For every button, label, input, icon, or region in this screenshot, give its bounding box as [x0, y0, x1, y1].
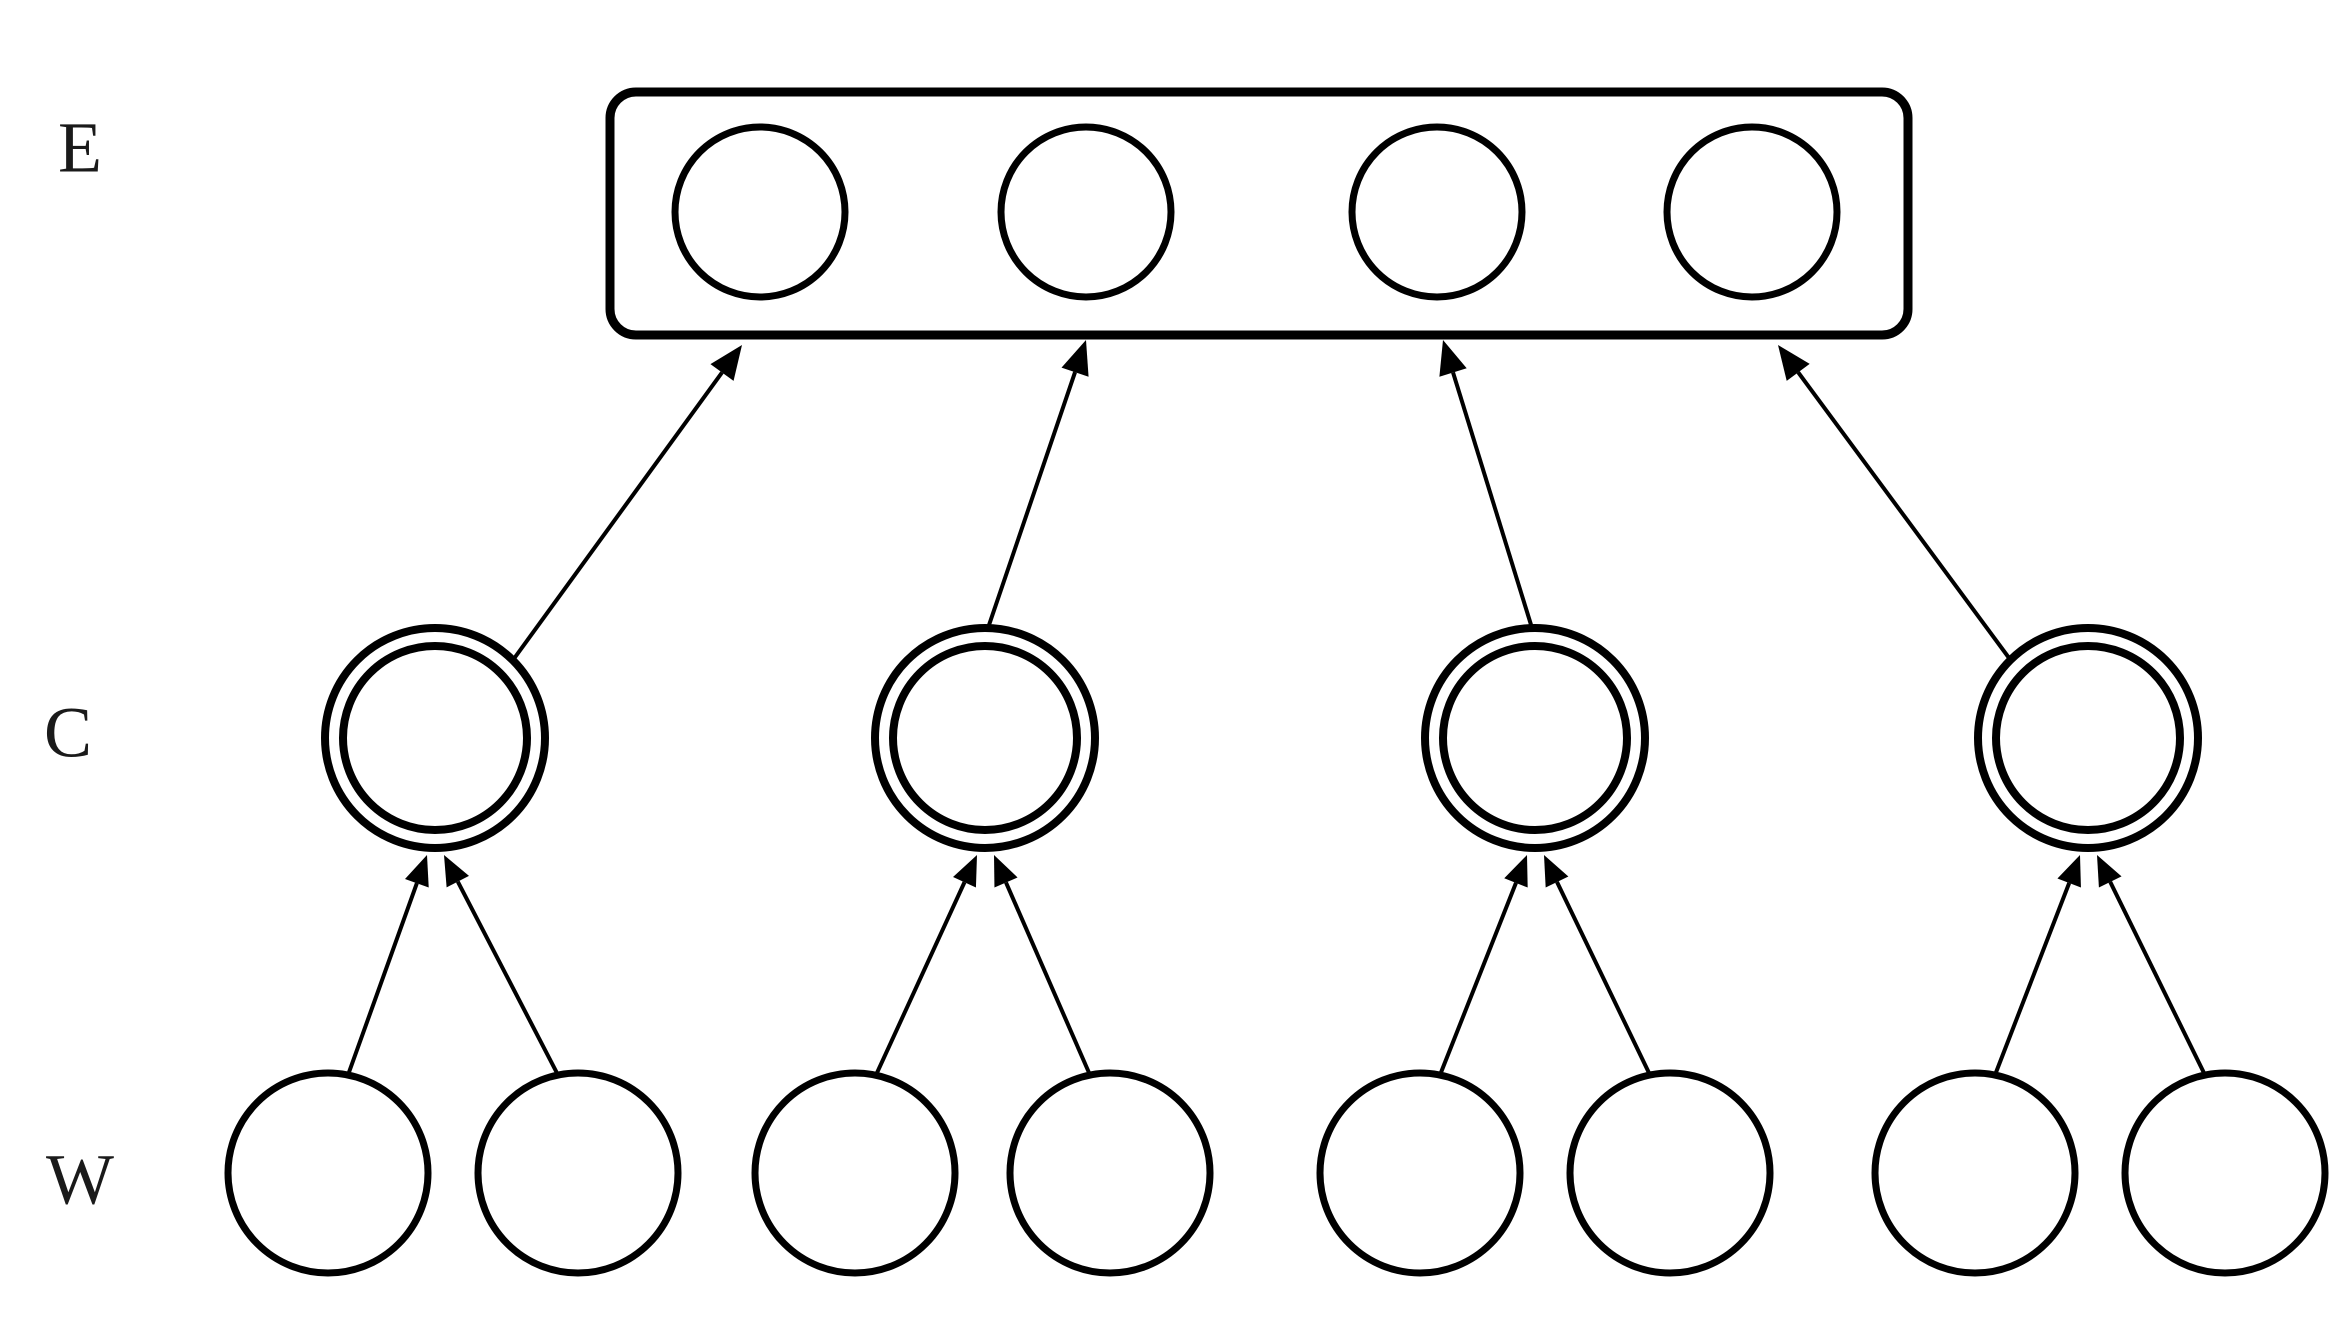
edge-w1-c1 — [346, 855, 429, 1076]
node-group — [224, 123, 2329, 1277]
edge-w8-c4 — [2097, 855, 2207, 1076]
arrow-head-w7-c4 — [2057, 855, 2081, 888]
edge-line-c2-e — [986, 371, 1077, 629]
edge-line-w5-c3 — [1438, 882, 1518, 1076]
layer-label-C: C — [44, 693, 92, 773]
edge-line-c4-e — [1796, 371, 2014, 664]
node-w1[interactable] — [224, 1069, 432, 1277]
arrow-head-w5-c3 — [1504, 855, 1528, 888]
node-circle-w6[interactable] — [1566, 1069, 1774, 1277]
layer-label-group: E C W — [44, 108, 114, 1220]
arrow-head-w2-c1 — [444, 855, 469, 888]
arrow-head-c2-e — [1061, 340, 1089, 377]
node-circle-w5[interactable] — [1316, 1069, 1524, 1277]
edge-line-w2-c1 — [456, 880, 560, 1076]
edge-w3-c2 — [874, 855, 977, 1076]
node-circle-e1[interactable] — [671, 123, 849, 301]
node-e3[interactable] — [1348, 123, 1526, 301]
node-w4[interactable] — [1006, 1069, 1214, 1277]
node-w5[interactable] — [1316, 1069, 1524, 1277]
node-w7[interactable] — [1871, 1069, 2079, 1277]
encoder-group-box — [605, 87, 1913, 340]
node-w6[interactable] — [1566, 1069, 1774, 1277]
edge-c3-e — [1439, 340, 1534, 629]
node-circle-inner-c2[interactable] — [889, 642, 1081, 834]
edge-w5-c3 — [1438, 855, 1528, 1076]
edge-line-w1-c1 — [346, 882, 419, 1076]
edge-line-w4-c2 — [1004, 881, 1092, 1076]
edge-line-w6-c3 — [1555, 881, 1652, 1076]
node-circle-w2[interactable] — [474, 1069, 682, 1277]
edge-c2-e — [986, 340, 1089, 629]
node-c3[interactable] — [1421, 624, 1649, 852]
arrow-head-c3-e — [1439, 340, 1467, 377]
edge-group — [346, 340, 2207, 1076]
node-w2[interactable] — [474, 1069, 682, 1277]
edge-w6-c3 — [1544, 855, 1652, 1076]
arrow-head-c4-e — [1778, 345, 1810, 381]
node-circle-w7[interactable] — [1871, 1069, 2079, 1277]
edge-line-w7-c4 — [1993, 882, 2072, 1076]
node-c4[interactable] — [1974, 624, 2202, 852]
edge-line-w3-c2 — [874, 881, 967, 1076]
node-e2[interactable] — [997, 123, 1175, 301]
arrow-head-c1-e — [710, 345, 742, 381]
node-w8[interactable] — [2121, 1069, 2329, 1277]
arrow-head-w8-c4 — [2097, 855, 2122, 888]
node-circle-e2[interactable] — [997, 123, 1175, 301]
node-circle-w1[interactable] — [224, 1069, 432, 1277]
arrow-head-w4-c2 — [994, 855, 1018, 888]
node-w3[interactable] — [751, 1069, 959, 1277]
edge-line-c1-e — [511, 371, 724, 662]
node-circle-inner-c1[interactable] — [339, 642, 531, 834]
arrow-head-w3-c2 — [953, 855, 977, 888]
edge-c1-e — [511, 345, 742, 662]
node-circle-e3[interactable] — [1348, 123, 1526, 301]
edge-line-w8-c4 — [2108, 881, 2207, 1076]
edge-c4-e — [1778, 345, 2014, 664]
node-circle-w4[interactable] — [1006, 1069, 1214, 1277]
node-c2[interactable] — [871, 624, 1099, 852]
layer-label-E: E — [58, 108, 102, 188]
node-circle-e4[interactable] — [1663, 123, 1841, 301]
edge-line-c3-e — [1451, 371, 1534, 629]
node-circle-w8[interactable] — [2121, 1069, 2329, 1277]
edge-w2-c1 — [444, 855, 560, 1076]
layer-label-W: W — [46, 1140, 114, 1220]
node-circle-inner-c4[interactable] — [1992, 642, 2184, 834]
container-group — [605, 87, 1913, 340]
node-circle-inner-c3[interactable] — [1439, 642, 1631, 834]
node-e1[interactable] — [671, 123, 849, 301]
arrow-head-w6-c3 — [1544, 855, 1569, 888]
node-e4[interactable] — [1663, 123, 1841, 301]
node-circle-w3[interactable] — [751, 1069, 959, 1277]
edge-w4-c2 — [994, 855, 1092, 1076]
edge-w7-c4 — [1993, 855, 2081, 1076]
node-c1[interactable] — [321, 624, 549, 852]
arrow-head-w1-c1 — [405, 855, 429, 888]
